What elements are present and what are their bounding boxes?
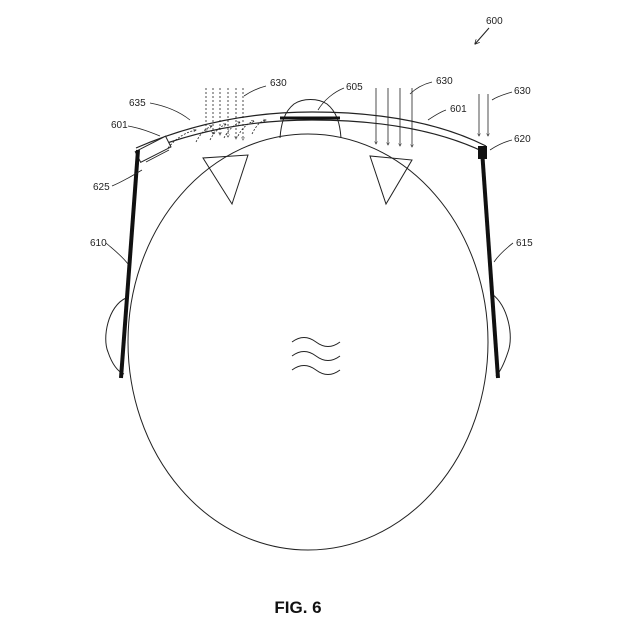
center-light-rays xyxy=(376,88,412,147)
leader-lines xyxy=(105,81,514,265)
frame-outer-curve xyxy=(135,111,487,149)
label-600: 600 xyxy=(486,16,503,27)
label-630-center: 630 xyxy=(436,76,453,87)
label-601-left: 601 xyxy=(111,120,128,131)
left-ear xyxy=(105,297,127,375)
label-635: 635 xyxy=(129,98,146,109)
label-625: 625 xyxy=(93,182,110,193)
emitter-hatch xyxy=(145,149,170,163)
left-arm-610 xyxy=(119,149,140,379)
label-630-left: 630 xyxy=(270,78,287,89)
squiggle-marks xyxy=(291,337,341,375)
head-outline xyxy=(127,133,489,551)
label-610: 610 xyxy=(90,238,107,249)
right-arm-615 xyxy=(480,149,500,379)
reflected-rays-635 xyxy=(167,120,266,149)
right-eye xyxy=(369,155,413,206)
left-light-rays xyxy=(206,88,243,140)
frame-inner-curve xyxy=(137,119,485,155)
label-605: 605 xyxy=(346,82,363,93)
label-620: 620 xyxy=(514,134,531,145)
right-light-rays xyxy=(479,94,488,136)
label-630-right: 630 xyxy=(514,86,531,97)
label-601-right: 601 xyxy=(450,104,467,115)
left-eye xyxy=(202,154,249,206)
right-ear xyxy=(491,293,511,377)
figure-arrow-600 xyxy=(475,27,490,44)
label-615: 615 xyxy=(516,238,533,249)
sensor-620 xyxy=(478,146,487,159)
figure-caption: FIG. 6 xyxy=(274,598,321,617)
